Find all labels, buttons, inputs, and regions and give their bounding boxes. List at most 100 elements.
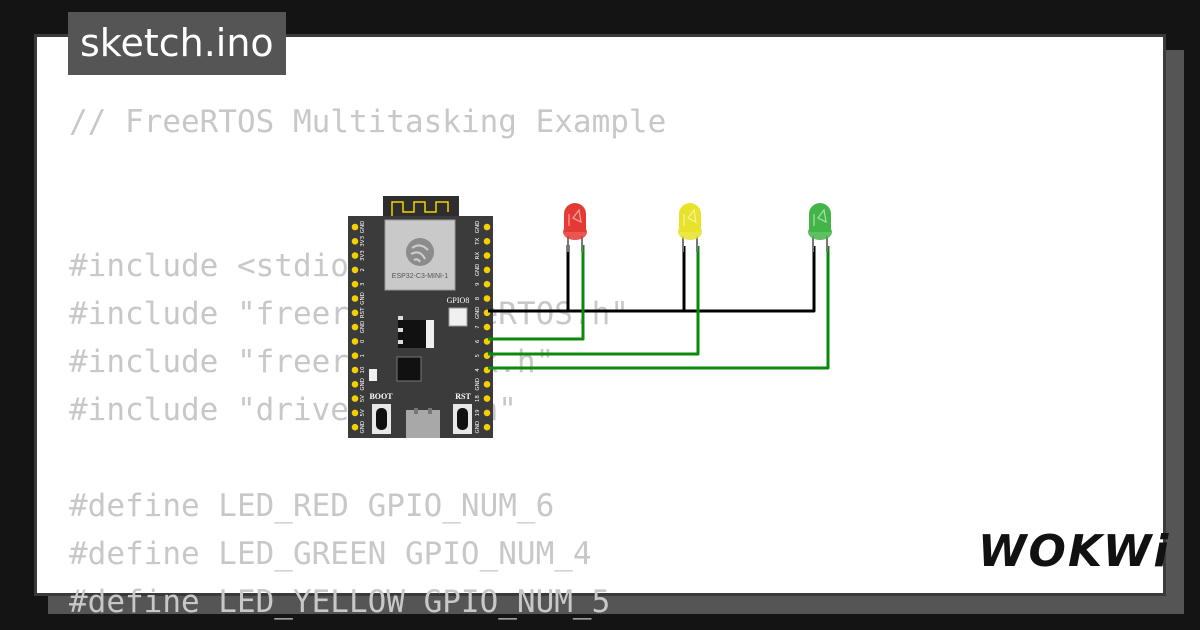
pin-label: RST xyxy=(360,307,366,318)
espressif-mark-icon xyxy=(410,244,429,263)
gpio8-label: GPIO8 xyxy=(447,296,470,305)
pin-label: GND xyxy=(475,421,481,434)
led-body xyxy=(679,203,701,232)
header-pin[interactable] xyxy=(351,366,359,374)
header-pin[interactable] xyxy=(351,381,359,388)
pin-label: 5 xyxy=(475,353,481,357)
header-pin[interactable] xyxy=(351,423,359,431)
usb-chip xyxy=(396,356,422,382)
header-pin[interactable] xyxy=(351,252,359,259)
led-body xyxy=(564,203,586,232)
led-highlight xyxy=(568,208,582,226)
pin-label: 4 xyxy=(475,368,481,372)
small-led xyxy=(369,369,377,381)
header-pin[interactable] xyxy=(351,280,359,288)
wires xyxy=(488,245,830,370)
code-line: #define LED_YELLOW GPIO_NUM_5 xyxy=(69,584,611,620)
pin-label: 5V xyxy=(360,409,366,416)
header-pin[interactable] xyxy=(483,266,491,274)
header-pin[interactable] xyxy=(351,338,359,345)
led-highlight xyxy=(813,208,827,226)
pin-label: 19 xyxy=(475,409,481,416)
pin-label: 2 xyxy=(360,268,366,272)
led-red[interactable] xyxy=(563,203,587,252)
rst-label: RST xyxy=(455,392,471,401)
file-tab[interactable]: sketch.ino xyxy=(68,12,286,75)
wokwi-logo: WOKWi xyxy=(978,526,1171,577)
header-pin[interactable] xyxy=(351,323,359,331)
header-pin[interactable] xyxy=(483,409,491,417)
regulator-pin xyxy=(398,340,403,344)
pin-label: GND xyxy=(360,378,366,391)
pin-label: 10 xyxy=(360,366,366,373)
header-pin[interactable] xyxy=(483,280,491,288)
pin-label: 5V xyxy=(360,395,366,402)
code-line: #define LED_GREEN GPIO_NUM_4 xyxy=(69,536,592,572)
pin-label: 7 xyxy=(475,325,481,329)
pin-label: GND xyxy=(475,264,481,277)
led-green[interactable] xyxy=(808,203,832,252)
regulator-tab xyxy=(426,320,434,348)
header-pin[interactable] xyxy=(483,323,491,331)
pin-label: RX xyxy=(475,252,481,260)
pin-label: 3V3 xyxy=(360,250,366,261)
header-pin[interactable] xyxy=(483,238,491,245)
header-pin[interactable] xyxy=(351,238,359,245)
module-label: ESP32-C3-MINI-1 xyxy=(392,273,449,280)
code-line: #define LED_RED GPIO_NUM_6 xyxy=(69,488,555,524)
preview-card: // FreeRTOS Multitasking Example #includ… xyxy=(34,34,1166,620)
pin-label: 1 xyxy=(360,354,366,358)
signal-wire-green xyxy=(488,246,830,370)
regulator-pin xyxy=(398,316,403,320)
header-pin[interactable] xyxy=(483,423,491,431)
header-pin[interactable] xyxy=(351,295,359,302)
header-pin[interactable] xyxy=(351,395,359,402)
pin-label: 18 xyxy=(475,395,481,402)
header-pin[interactable] xyxy=(483,381,491,388)
led-legs xyxy=(812,236,828,252)
pin-label: 3 xyxy=(360,282,366,286)
led-legs xyxy=(682,236,698,252)
pin-label: 6 xyxy=(475,339,481,343)
code-background: // FreeRTOS Multitasking Example #includ… xyxy=(69,103,1149,620)
signal-wire-yellow xyxy=(488,246,700,356)
header-pin[interactable] xyxy=(351,266,359,274)
pin-label: GND xyxy=(360,292,366,305)
regulator-pin xyxy=(398,328,403,332)
pin-label: TX xyxy=(475,238,481,246)
rgb-led xyxy=(448,307,468,327)
header-pin[interactable] xyxy=(351,309,359,317)
led-body xyxy=(809,203,831,232)
signal-wire-red xyxy=(488,245,585,341)
pin-label: GND xyxy=(360,321,366,334)
pin-label: GND xyxy=(360,221,366,234)
header-pin[interactable] xyxy=(351,409,359,417)
pin-label: 0 xyxy=(360,339,366,343)
pin-label: GND xyxy=(475,306,481,319)
header-pin[interactable] xyxy=(483,295,491,302)
gnd-wire-yellow xyxy=(568,246,686,313)
usb-connector-pin xyxy=(414,408,418,414)
boot-label: BOOT xyxy=(369,392,393,401)
reset-button-cap xyxy=(457,408,468,430)
header-pin[interactable] xyxy=(351,352,359,360)
antenna-trace-icon xyxy=(391,201,449,216)
pin-label: GND xyxy=(475,378,481,391)
led-legs xyxy=(567,236,583,252)
code-line: // FreeRTOS Multitasking Example xyxy=(69,104,667,140)
gnd-wire-red xyxy=(488,245,570,313)
header-pin[interactable] xyxy=(351,223,359,231)
led-yellow[interactable] xyxy=(678,203,702,252)
gnd-wire-green xyxy=(684,246,816,313)
led-highlight xyxy=(683,208,697,226)
header-pin[interactable] xyxy=(483,395,491,402)
pin-label: 3V3 xyxy=(360,235,366,246)
pin-label: GND xyxy=(475,221,481,234)
pin-label: 9 xyxy=(475,282,481,286)
usb-connector-pin xyxy=(428,408,432,414)
header-pin[interactable] xyxy=(483,223,491,231)
header-pin[interactable] xyxy=(483,252,491,259)
pin-label: 8 xyxy=(475,296,481,300)
